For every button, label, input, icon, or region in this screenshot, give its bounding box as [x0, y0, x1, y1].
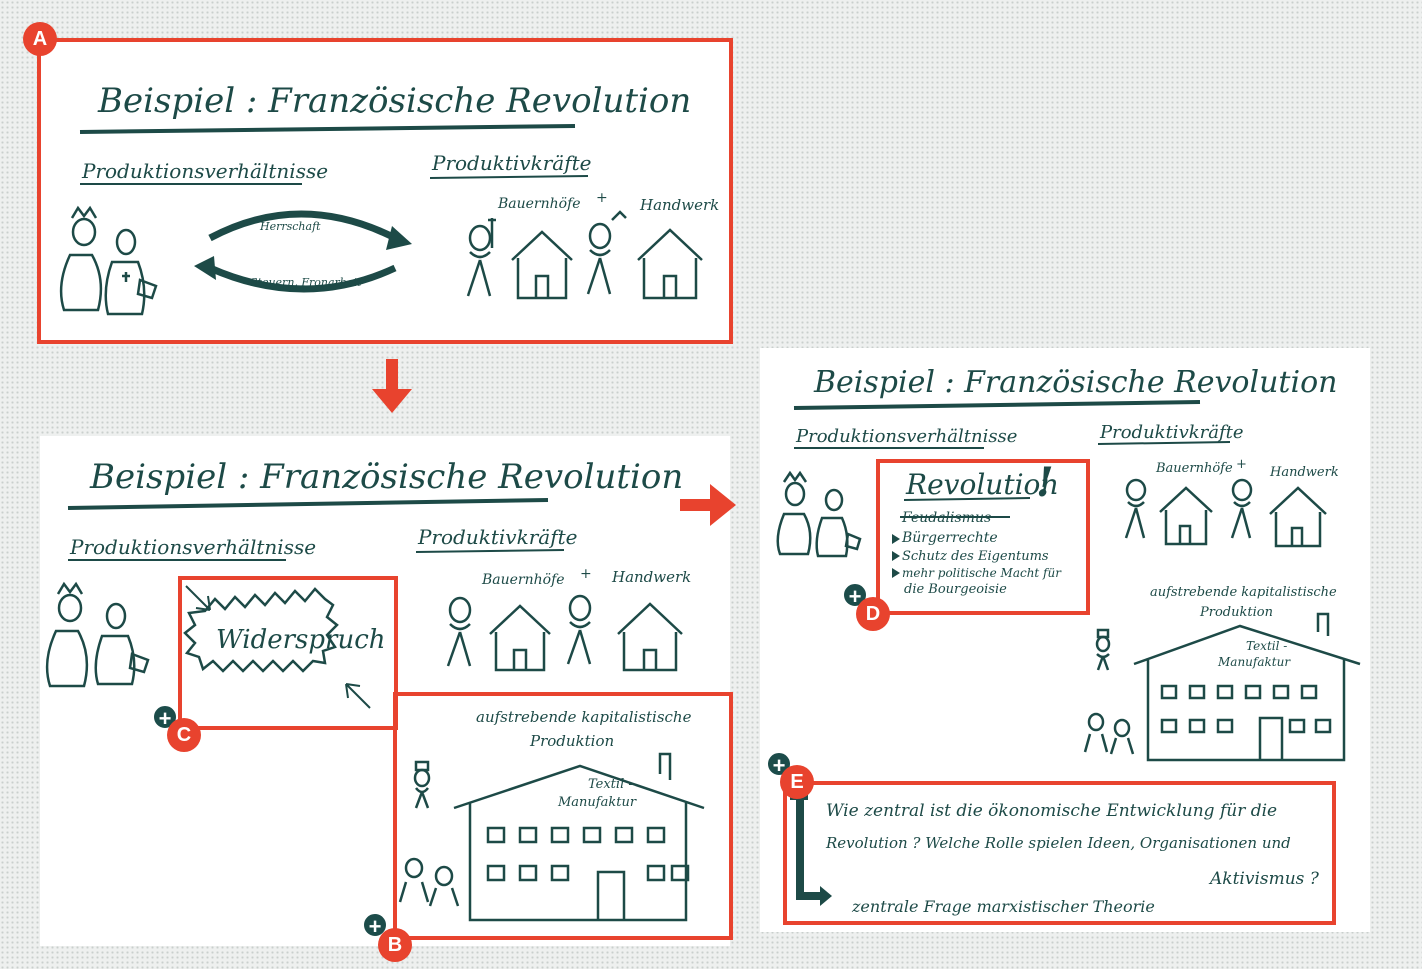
bullet-list: Bürgerrechte Schutz des Eigentums mehr p…: [892, 530, 1062, 597]
arrow-top-label: Herrschaft: [259, 220, 321, 233]
farmer-icon: [446, 596, 472, 667]
capitalist-figures: [398, 760, 460, 907]
farmer-icon: [466, 218, 496, 297]
capitalist-figures: [1083, 628, 1135, 755]
bullet-4: die Bourgeoisie: [904, 582, 1007, 597]
factory-icon: [1133, 612, 1361, 762]
answer-label: zentrale Frage marxistischer Theorie: [851, 897, 1155, 916]
right-arrow-icon: [680, 484, 736, 526]
factory-line2: Manufaktur: [557, 795, 637, 810]
cycle-arrows: Herrschaft Steuern, Fronarbeit: [194, 210, 412, 293]
rising-line1: aufstrebende kapitalistische: [476, 708, 692, 726]
panel-a-title: Beispiel : Französische Revolution: [97, 81, 691, 121]
clergy-icon: [104, 228, 158, 316]
farm-label: Bauernhöfe: [481, 572, 565, 588]
factory-line1: Textil -: [588, 777, 633, 792]
clergy-icon: [94, 602, 150, 686]
plus-label: +: [1236, 457, 1247, 472]
panel-de: Beispiel : Französische Revolution Produ…: [760, 348, 1370, 932]
panel-bc: Beispiel : Französische Revolution Produ…: [40, 436, 730, 946]
revolution-label: Revolution: [905, 468, 1058, 501]
bullet-2: Schutz des Eigentums: [902, 549, 1049, 564]
craft-label: Handwerk: [1269, 465, 1339, 480]
badge-b[interactable]: B: [378, 928, 412, 962]
plus-label: +: [580, 566, 592, 582]
workshop-icon: [1269, 486, 1327, 548]
contradiction-burst: Widerspruch: [183, 585, 386, 709]
frame-e[interactable]: [783, 781, 1336, 925]
king-icon: [776, 470, 812, 556]
king-icon: [59, 205, 103, 312]
king-icon: [45, 581, 89, 688]
artisan-icon: [1230, 478, 1253, 539]
clergy-icon: [815, 488, 862, 558]
factory-icon: [453, 752, 705, 922]
artisan-icon: [566, 594, 592, 665]
panel-de-left-heading: Produktionsverhältnisse: [795, 426, 1017, 447]
workshop-icon: [637, 228, 703, 300]
farmhouse-icon: [489, 604, 551, 672]
bullet-3: mehr politische Macht für: [902, 566, 1062, 580]
panel-de-title: Beispiel : Französische Revolution: [813, 365, 1337, 400]
frame-b[interactable]: [393, 692, 733, 940]
panel-bc-drawing: Beispiel : Französische Revolution Produ…: [45, 457, 705, 922]
panel-de-right-heading: Produktivkräfte: [1099, 422, 1244, 443]
farmer-icon: [1124, 478, 1147, 539]
frame-d[interactable]: [876, 459, 1090, 615]
factory-line1: Textil -: [1246, 639, 1287, 653]
badge-a[interactable]: A: [23, 22, 57, 56]
farmhouse-icon: [1159, 486, 1213, 546]
down-arrow-icon: [372, 359, 412, 413]
panel-bc-title: Beispiel : Französische Revolution: [89, 457, 683, 497]
artisan-icon: [586, 210, 627, 295]
factory-line2: Manufaktur: [1217, 655, 1291, 669]
badge-d[interactable]: D: [856, 597, 890, 631]
question-line3: Aktivismus ?: [1208, 869, 1320, 889]
frame-c[interactable]: [178, 576, 398, 730]
plus-label: +: [596, 190, 608, 206]
rising-line2: Produktion: [529, 732, 614, 750]
workshop-icon: [617, 602, 683, 672]
farmhouse-icon: [511, 230, 573, 300]
panel-a-drawing: Beispiel : Französische Revolution Produ…: [59, 81, 719, 316]
rising-line1: aufstrebende kapitalistische: [1150, 585, 1337, 600]
panel-a: Beispiel : Französische Revolution Produ…: [40, 40, 730, 340]
panel-bc-left-heading: Produktionsverhältnisse: [69, 535, 316, 559]
exclaim-label: !: [1036, 459, 1054, 506]
badge-c[interactable]: C: [167, 718, 201, 752]
frame-a[interactable]: [37, 38, 733, 344]
farm-label: Bauernhöfe: [1155, 461, 1233, 476]
badge-e[interactable]: E: [780, 765, 814, 799]
panel-bc-right-heading: Produktivkräfte: [417, 525, 577, 549]
bullet-1: Bürgerrechte: [901, 530, 998, 546]
craft-label: Handwerk: [639, 196, 719, 214]
panel-de-drawing: Beispiel : Französische Revolution Produ…: [776, 365, 1361, 916]
arrow-bottom-label: Steuern, Fronarbeit: [250, 276, 362, 289]
panel-a-right-heading: Produktivkräfte: [431, 151, 591, 175]
rising-line2: Produktion: [1199, 605, 1273, 620]
contradiction-label: Widerspruch: [216, 625, 386, 655]
question-line2: Revolution ? Welche Rolle spielen Ideen,…: [825, 834, 1291, 852]
question-line1: Wie zentral ist die ökonomische Entwickl…: [826, 801, 1277, 821]
panel-a-left-heading: Produktionsverhältnisse: [81, 159, 328, 183]
farm-label: Bauernhöfe: [497, 196, 581, 212]
craft-label: Handwerk: [611, 568, 691, 586]
